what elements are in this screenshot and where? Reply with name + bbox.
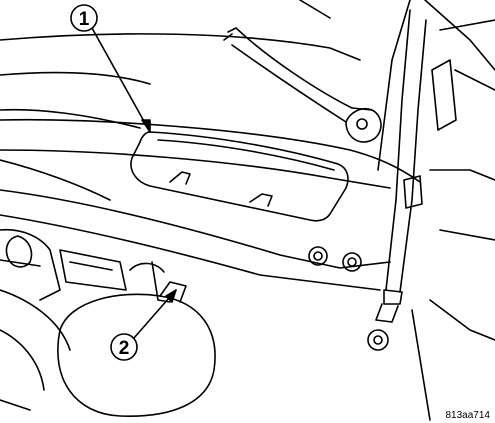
callout-2-arrowhead bbox=[165, 289, 177, 303]
cowl-panel bbox=[0, 118, 421, 291]
callout-2-circle bbox=[110, 333, 138, 361]
callout-2-number: 2 bbox=[119, 338, 130, 359]
callout-1: 1 bbox=[70, 4, 151, 133]
body-panel-lines bbox=[0, 0, 495, 201]
callout-1-arrowhead bbox=[141, 119, 151, 133]
callout-2: 2 bbox=[110, 289, 177, 361]
figure-code: 813aa714 bbox=[445, 410, 491, 421]
callout-1-number: 1 bbox=[79, 9, 90, 30]
fender-edge bbox=[411, 169, 495, 421]
callout-1-circle bbox=[70, 4, 98, 32]
reservoir bbox=[0, 259, 216, 417]
wiper-arm bbox=[223, 27, 382, 143]
mounting-bolts bbox=[308, 246, 362, 272]
engine-components bbox=[0, 228, 171, 411]
hood-strut bbox=[367, 9, 457, 351]
filter-access-cover bbox=[130, 131, 349, 222]
callout-1-leader bbox=[91, 27, 151, 133]
